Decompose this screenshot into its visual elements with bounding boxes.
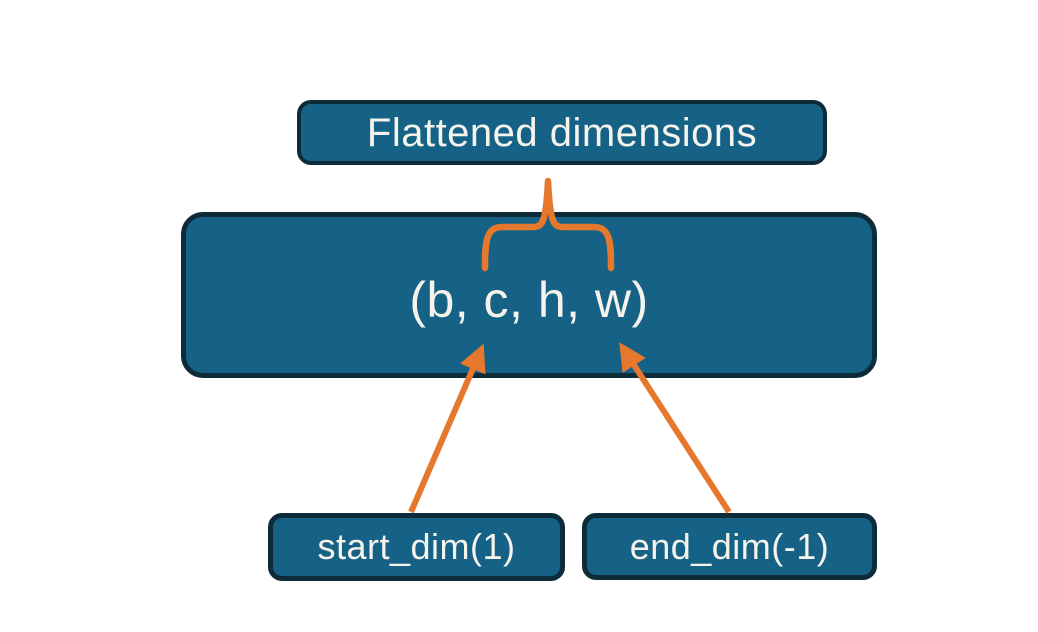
node-tensor-shape: (b, c, h, w) <box>181 212 877 378</box>
node-tensor-shape-label: (b, c, h, w) <box>409 272 649 328</box>
node-end-dim-label: end_dim(-1) <box>629 525 830 567</box>
node-start-dim-label: start_dim(1) <box>317 526 516 567</box>
node-end-dim: end_dim(-1) <box>582 513 877 580</box>
node-flattened-dimensions: Flattened dimensions <box>297 100 827 165</box>
node-flattened-dimensions-label: Flattened dimensions <box>366 110 758 155</box>
node-start-dim: start_dim(1) <box>268 513 565 581</box>
